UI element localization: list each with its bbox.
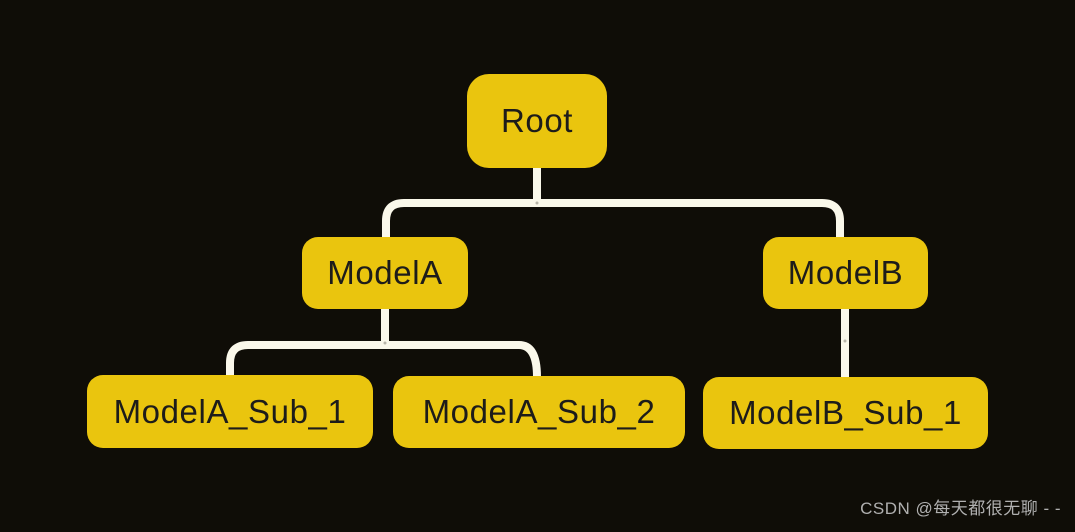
node-modelb-sub-1: ModelB_Sub_1 bbox=[703, 377, 988, 449]
node-modela: ModelA bbox=[302, 237, 468, 309]
node-modelb: ModelB bbox=[763, 237, 928, 309]
csdn-watermark: CSDN @每天都很无聊 - - bbox=[860, 499, 1061, 518]
junction-dot bbox=[383, 341, 387, 345]
edge-root-to-modela-modelb bbox=[382, 199, 844, 238]
edge-modela-to-subs bbox=[226, 341, 541, 378]
node-modela-sub-1: ModelA_Sub_1 bbox=[87, 375, 373, 448]
junction-dot bbox=[535, 201, 539, 205]
junction-dot bbox=[843, 339, 847, 343]
node-root: Root bbox=[467, 74, 607, 168]
node-modela-sub-2: ModelA_Sub_2 bbox=[393, 376, 685, 448]
